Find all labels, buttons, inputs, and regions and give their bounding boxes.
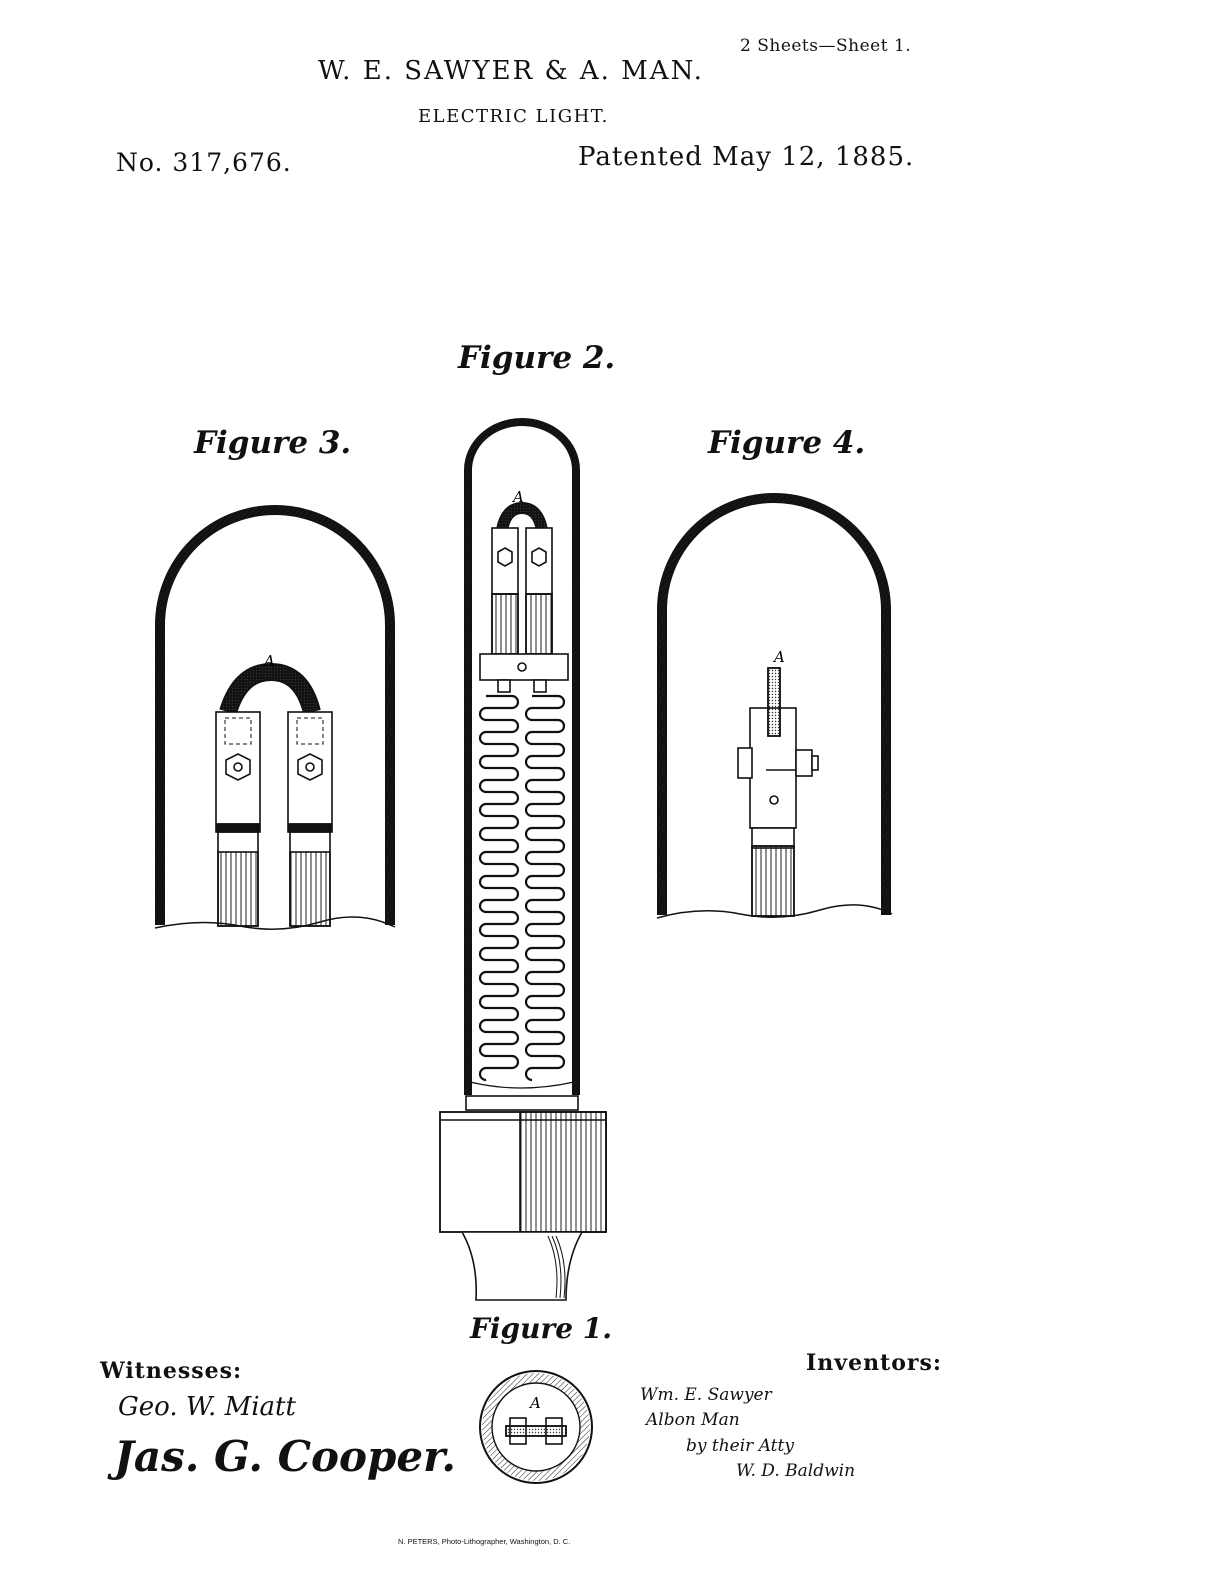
sheet-label: 2 Sheets—Sheet 1. bbox=[740, 36, 912, 56]
attorney-line: by their Atty bbox=[686, 1436, 794, 1456]
inventors-title: W. E. SAWYER & A. MAN. bbox=[318, 56, 704, 86]
inventor-signature-2: Albon Man bbox=[646, 1410, 740, 1430]
witnesses-label: Witnesses: bbox=[100, 1358, 243, 1384]
inventor-signature-1: Wm. E. Sawyer bbox=[640, 1385, 772, 1405]
figure-3-drawing bbox=[154, 505, 396, 930]
invention-title: ELECTRIC LIGHT. bbox=[418, 106, 609, 127]
figure-4-caption: Figure 4. bbox=[708, 425, 866, 461]
fig1-part-label: A bbox=[528, 1394, 541, 1412]
lithographer-credit: N. PETERS, Photo-Lithographer, Washingto… bbox=[398, 1537, 571, 1546]
figure-1-drawing bbox=[479, 1370, 593, 1484]
fig4-part-label: A bbox=[772, 648, 785, 666]
figure-4-drawing bbox=[656, 493, 893, 919]
witness-signature-1: Geo. W. Miatt bbox=[118, 1392, 296, 1422]
figure-3-caption: Figure 3. bbox=[194, 425, 352, 461]
witness-signature-2: Jas. G. Cooper. bbox=[114, 1432, 457, 1481]
patent-number: No. 317,676. bbox=[116, 148, 292, 177]
inventors-label: Inventors: bbox=[806, 1350, 942, 1376]
fig3-part-label: A bbox=[262, 652, 275, 670]
figure-1-caption: Figure 1. bbox=[470, 1312, 612, 1345]
fig2-part-label: A bbox=[511, 488, 524, 506]
patent-date: Patented May 12, 1885. bbox=[578, 142, 915, 172]
figure-2-caption: Figure 2. bbox=[458, 340, 616, 376]
figure-2-drawing bbox=[439, 418, 607, 1301]
attorney-signature: W. D. Baldwin bbox=[736, 1461, 856, 1481]
